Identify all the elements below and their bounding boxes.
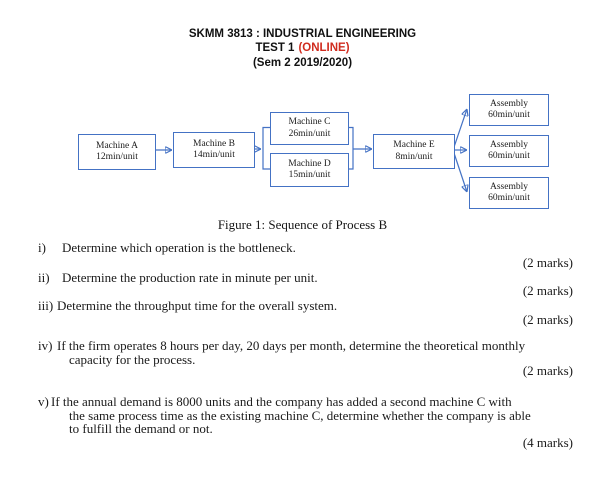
machine-c-box: Machine C 26min/unit (270, 112, 349, 145)
assembly-box-1: Assembly 60min/unit (469, 94, 549, 126)
question-iii: iii) Determine the throughput time for t… (38, 299, 573, 313)
question-v-marks: (4 marks) (522, 435, 573, 450)
assembly-1-name: Assembly (490, 98, 528, 109)
question-i-marks: (2 marks) (522, 255, 573, 270)
question-iv-marks: (2 marks) (522, 363, 573, 378)
machine-e-name: Machine E (393, 140, 435, 150)
question-iv-text-line-2: capacity for the process. (69, 351, 196, 367)
diagram-connectors (154, 0, 605, 250)
question-iii-label: iii) (38, 298, 54, 313)
semester: (Sem 2 2019/2020) (252, 56, 353, 69)
question-i: i) Determine which operation is the bott… (38, 241, 573, 255)
merge-bracket-right (347, 126, 354, 170)
question-ii-text: Determine the production rate in minute … (62, 270, 318, 285)
assembly-2-rate: 60min/unit (488, 151, 530, 161)
course-title: SKMM 3813 : INDUSTRIAL ENGINEERING (188, 28, 417, 40)
machine-c-name: Machine C (288, 117, 331, 127)
test-title-line: TEST 1(ONLINE) (0, 41, 605, 55)
split-bracket-left (262, 126, 270, 170)
machine-c-rate: 26min/unit (288, 128, 331, 139)
machine-b-rate: 14min/unit (193, 150, 235, 160)
assembly-3-rate: 60min/unit (488, 193, 530, 203)
machine-a-box: Machine A 12min/unit (78, 134, 156, 170)
question-v-text-line-1: If the annual demand is 8000 units and t… (51, 394, 512, 409)
question-iv: iv) If the firm operates 8 hours per day… (38, 339, 573, 366)
machine-a-rate: 12min/unit (96, 152, 138, 162)
machine-d-box: Machine D 15min/unit (270, 153, 349, 187)
question-ii-marks: (2 marks) (522, 283, 573, 298)
machine-b-box: Machine B 14min/unit (173, 132, 255, 168)
question-ii: ii) Determine the production rate in min… (38, 271, 573, 285)
figure-caption: Figure 1: Sequence of Process B (217, 217, 388, 232)
question-v-text-line-3: to fulfill the demand or not. (69, 421, 213, 436)
question-i-text: Determine which operation is the bottlen… (62, 240, 296, 255)
question-v-label: v) (38, 394, 49, 409)
assembly-2-name: Assembly (490, 139, 528, 150)
assembly-box-3: Assembly 60min/unit (469, 177, 549, 209)
question-ii-label: ii) (38, 270, 50, 285)
arrow-e-to-assembly-3 (452, 149, 467, 192)
arrow-e-to-assembly-1 (452, 109, 467, 151)
assembly-1-rate: 60min/unit (488, 110, 530, 120)
question-i-label: i) (38, 240, 46, 255)
machine-d-rate: 15min/unit (288, 170, 331, 180)
question-iii-marks: (2 marks) (522, 312, 573, 327)
question-v: v) If the annual demand is 8000 units an… (38, 395, 573, 436)
machine-d-name: Machine D (288, 158, 331, 169)
machine-e-box: Machine E 8min/unit (373, 134, 455, 169)
machine-a-name: Machine A (96, 140, 138, 151)
question-iii-text: Determine the throughput time for the ov… (57, 298, 338, 313)
question-iv-text-line-1: If the firm operates 8 hours per day, 20… (57, 338, 526, 353)
test-title: TEST 1 (255, 42, 295, 55)
assembly-box-2: Assembly 60min/unit (469, 135, 549, 167)
question-v-text-line-2: the same process time as the existing ma… (69, 407, 531, 423)
assembly-3-name: Assembly (490, 181, 528, 192)
machine-b-name: Machine B (193, 138, 235, 149)
online-badge: (ONLINE) (298, 42, 350, 55)
question-iv-label: iv) (38, 338, 53, 353)
machine-e-rate: 8min/unit (395, 151, 433, 162)
exam-header: SKMM 3813 : INDUSTRIAL ENGINEERING TEST … (0, 27, 605, 70)
